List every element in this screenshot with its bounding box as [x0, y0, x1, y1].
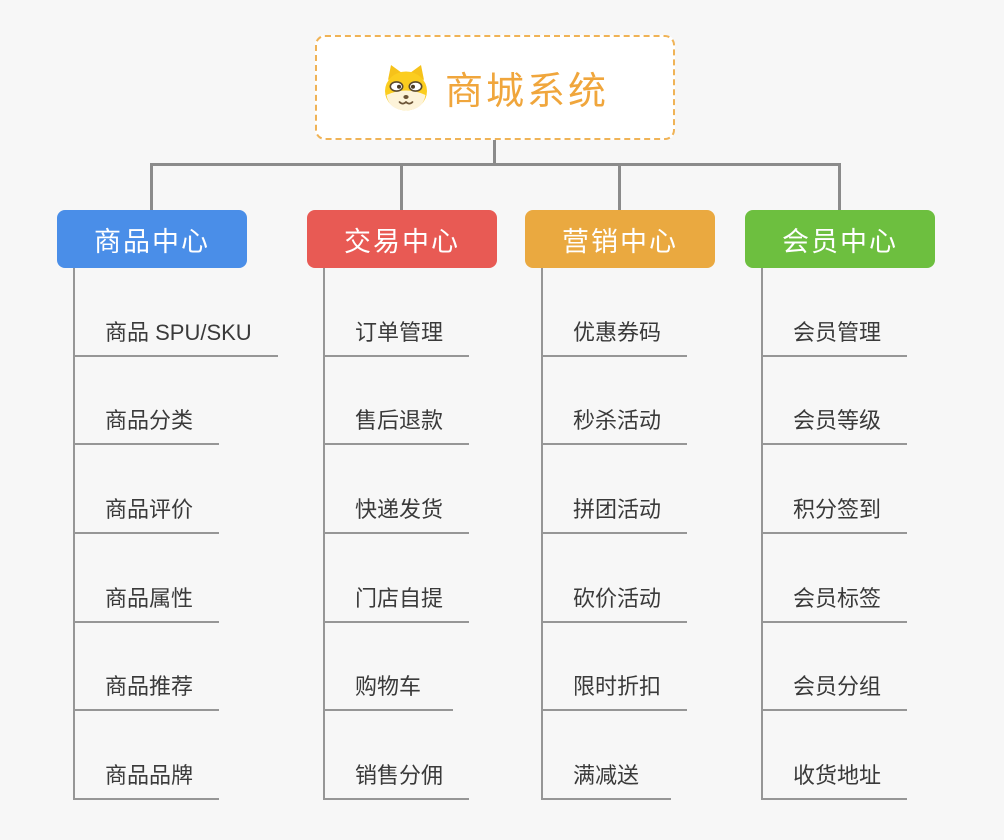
- leaf-node[interactable]: 收货地址: [763, 711, 908, 801]
- leaf-node[interactable]: 商品评价: [75, 445, 220, 535]
- connector-drop-trade: [400, 163, 403, 210]
- leaf-node[interactable]: 拼团活动: [543, 445, 688, 535]
- leaf-node[interactable]: 会员分组: [763, 623, 908, 712]
- connector-drop-product: [150, 163, 153, 210]
- leaf-node[interactable]: 会员管理: [763, 268, 908, 357]
- connector-drop-marketing: [618, 163, 621, 210]
- root-title: 商城系统: [444, 71, 609, 113]
- connector-drop-member: [838, 163, 841, 210]
- leaf-node[interactable]: 快递发货: [325, 445, 470, 535]
- leaf-node[interactable]: 秒杀活动: [543, 357, 688, 446]
- dog-face-icon: [381, 64, 431, 111]
- connector-bus-line: [151, 163, 840, 166]
- leaf-node[interactable]: 限时折扣: [543, 623, 688, 712]
- branch-list-member-center: 会员管理会员等级积分签到会员标签会员分组收货地址: [761, 268, 908, 801]
- connector-root-stub: [493, 138, 496, 165]
- leaf-node[interactable]: 商品 SPU/SKU: [75, 268, 278, 357]
- root-node[interactable]: 商城系统: [315, 35, 675, 140]
- branch-header-marketing-center[interactable]: 营销中心: [525, 210, 715, 268]
- leaf-node[interactable]: 商品品牌: [75, 711, 220, 801]
- leaf-node[interactable]: 会员标签: [763, 534, 908, 623]
- branch-header-trade-center[interactable]: 交易中心: [307, 210, 497, 268]
- leaf-node[interactable]: 积分签到: [763, 445, 908, 535]
- branch-list-marketing-center: 优惠券码秒杀活动拼团活动砍价活动限时折扣满减送: [541, 268, 688, 801]
- leaf-node[interactable]: 砍价活动: [543, 534, 688, 623]
- leaf-node[interactable]: 门店自提: [325, 534, 470, 623]
- branch-header-product-center[interactable]: 商品中心: [57, 210, 247, 268]
- leaf-node[interactable]: 购物车: [325, 623, 453, 712]
- leaf-node[interactable]: 商品推荐: [75, 623, 220, 712]
- branch-header-member-center[interactable]: 会员中心: [745, 210, 935, 268]
- leaf-node[interactable]: 满减送: [543, 711, 671, 801]
- leaf-node[interactable]: 销售分佣: [325, 711, 470, 801]
- leaf-node[interactable]: 商品属性: [75, 534, 220, 623]
- leaf-node[interactable]: 订单管理: [325, 268, 470, 357]
- leaf-node[interactable]: 优惠券码: [543, 268, 688, 357]
- leaf-node[interactable]: 售后退款: [325, 357, 470, 446]
- branch-list-trade-center: 订单管理售后退款快递发货门店自提购物车销售分佣: [323, 268, 470, 801]
- leaf-node[interactable]: 会员等级: [763, 357, 908, 446]
- leaf-node[interactable]: 商品分类: [75, 357, 220, 446]
